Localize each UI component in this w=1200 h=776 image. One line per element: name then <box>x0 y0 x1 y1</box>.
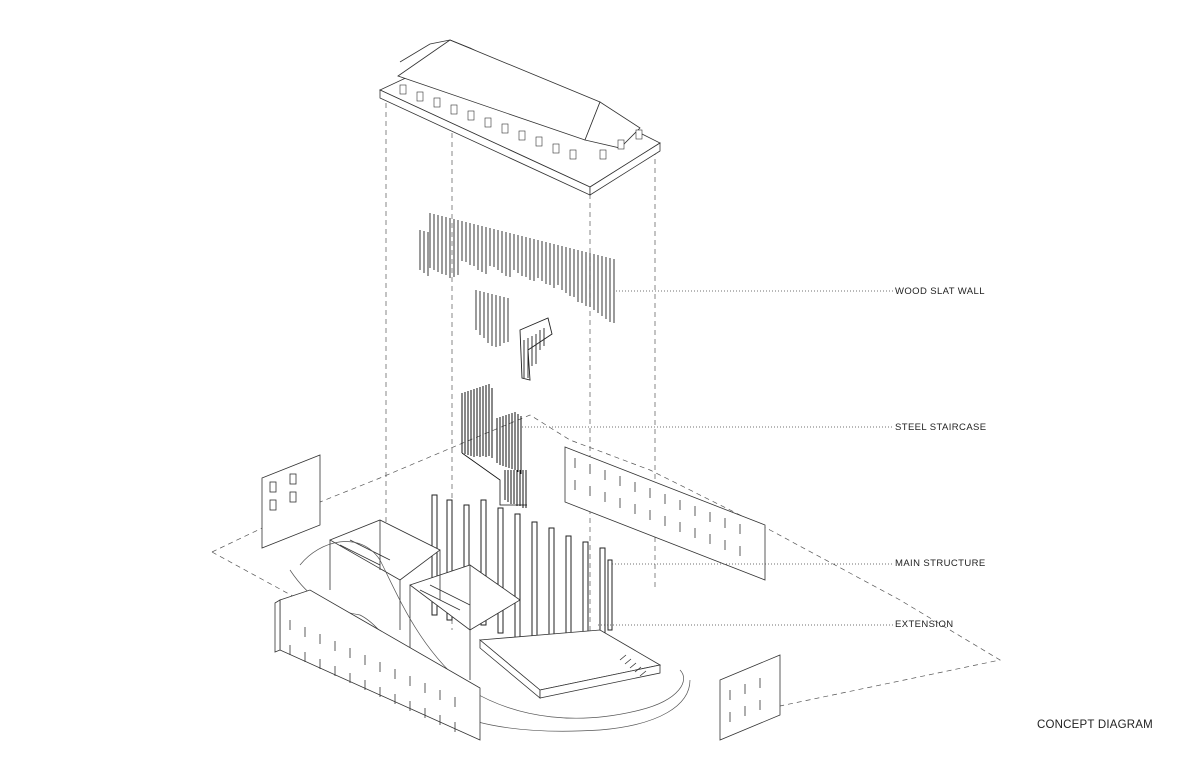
label-steel-staircase: STEEL STAIRCASE <box>895 422 987 433</box>
roof-dormers <box>399 84 643 160</box>
roof-attic <box>379 39 661 196</box>
label-main-structure: MAIN STRUCTURE <box>895 558 986 569</box>
label-wood-slat-wall: WOOD SLAT WALL <box>895 286 985 297</box>
leader-lines <box>522 290 893 626</box>
steel-staircase <box>461 384 527 508</box>
neighbor-building-left-front <box>274 589 481 741</box>
extension-frame <box>329 519 662 699</box>
neighbor-building-right-rear <box>564 446 766 581</box>
diagram-caption: CONCEPT DIAGRAM <box>1037 719 1153 731</box>
label-extension: EXTENSION <box>895 619 954 630</box>
neighbor-building-left-rear <box>261 454 321 549</box>
neighbor-building-right-front <box>719 654 781 741</box>
wood-slat-wall <box>419 213 615 381</box>
